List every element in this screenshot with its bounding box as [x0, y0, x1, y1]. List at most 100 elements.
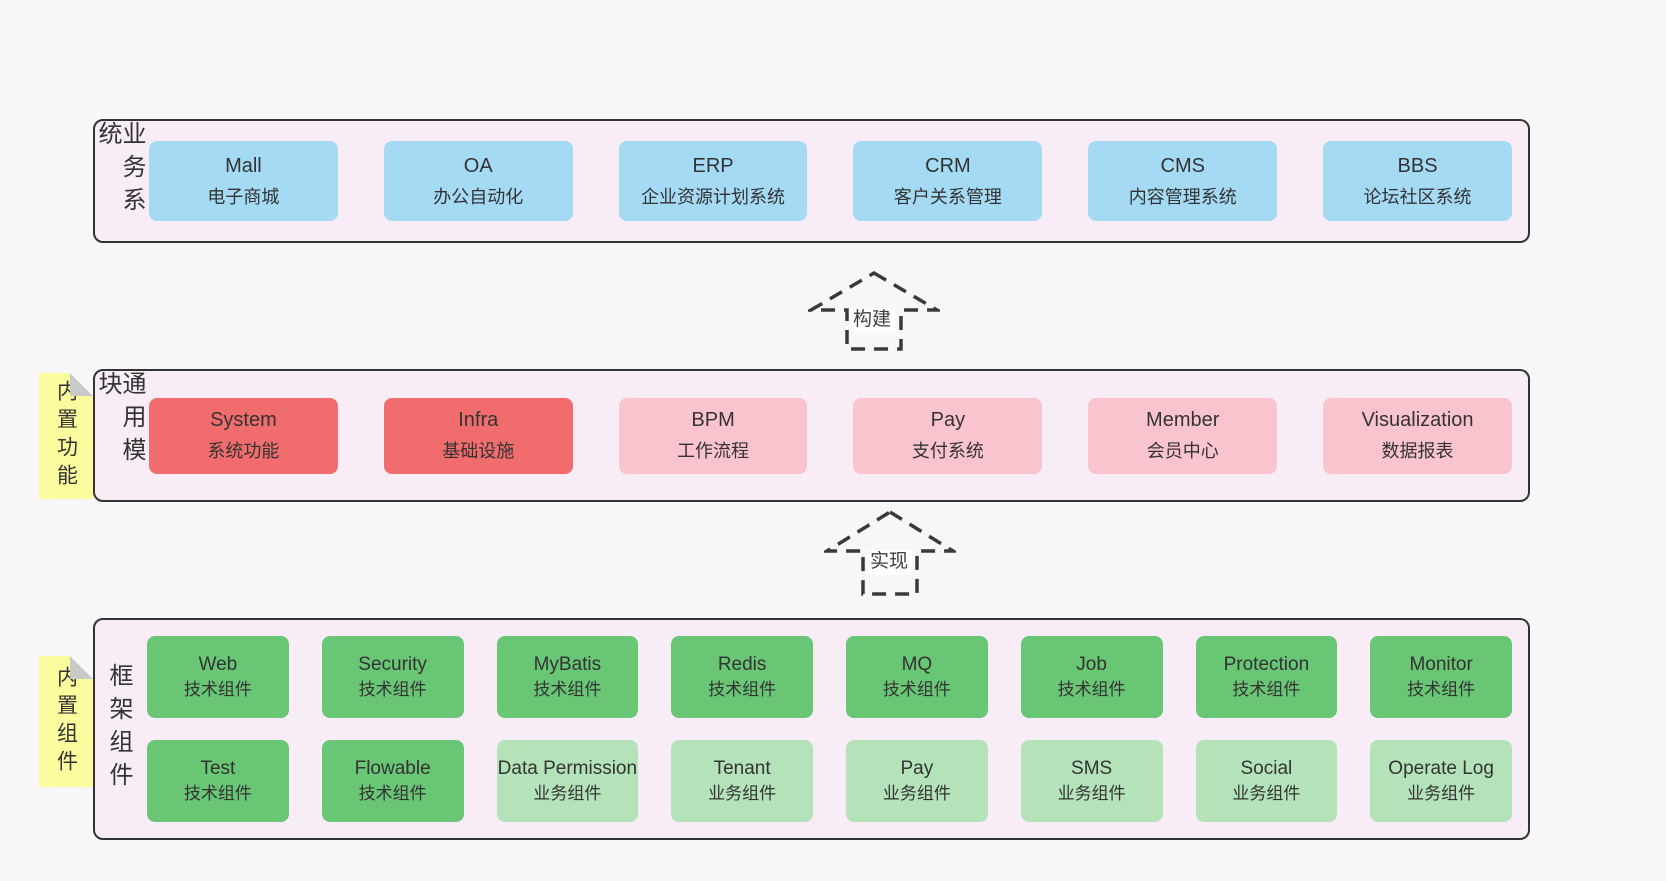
box-title: System — [210, 409, 277, 432]
box-title: Protection — [1223, 653, 1310, 675]
component-box-redis: Redis 技术组件 — [671, 636, 813, 718]
folded-corner-icon — [70, 373, 93, 396]
box-title: Flowable — [354, 757, 431, 779]
common-modules-band: 通用模块 System 系统功能 Infra 基础设施 BPM 工作流程 Pay… — [93, 369, 1530, 502]
box-subtitle: 技术组件 — [358, 784, 427, 804]
box-title: Infra — [458, 409, 499, 432]
business-box-crm: CRM 客户关系管理 — [853, 141, 1043, 221]
common-modules-band-label: 通用模块 — [94, 371, 145, 470]
implement-arrow-icon — [824, 509, 956, 597]
box-subtitle: 客户关系管理 — [893, 186, 1002, 207]
box-title: Data Permission — [497, 757, 638, 779]
box-subtitle: 技术组件 — [183, 680, 252, 700]
component-box-test: Test 技术组件 — [147, 740, 289, 822]
box-title: MQ — [901, 653, 933, 675]
box-subtitle: 业务组件 — [533, 784, 602, 804]
component-box-flowable: Flowable 技术组件 — [321, 740, 464, 822]
box-subtitle: 技术组件 — [183, 784, 252, 804]
box-title: Test — [200, 757, 236, 779]
box-subtitle: 技术组件 — [1407, 680, 1476, 700]
module-box-member: Member 会员中心 — [1088, 397, 1278, 474]
component-box-data-permission: Data Permission 业务组件 — [496, 740, 639, 822]
module-box-system: System 系统功能 — [149, 397, 338, 474]
box-title: BPM — [691, 409, 735, 432]
box-title: Operate Log — [1388, 757, 1494, 779]
module-box-bpm: BPM 工作流程 — [618, 397, 808, 474]
box-title: CRM — [925, 154, 971, 177]
box-subtitle: 数据报表 — [1381, 441, 1454, 462]
folded-corner-icon — [70, 656, 93, 679]
box-title: MyBatis — [533, 653, 602, 675]
box-title: Job — [1076, 653, 1107, 675]
components-row-2: Test 技术组件 Flowable 技术组件 Data Permission … — [147, 740, 1512, 822]
component-box-mybatis: MyBatis 技术组件 — [496, 636, 639, 718]
box-title: Web — [198, 653, 238, 675]
box-title: SMS — [1071, 757, 1113, 779]
box-title: BBS — [1397, 154, 1438, 177]
common-modules-boxes: System 系统功能 Infra 基础设施 BPM 工作流程 Pay 支付系统… — [143, 371, 1528, 500]
implement-arrow-label: 实现 — [866, 550, 913, 575]
box-title: ERP — [692, 154, 734, 177]
box-title: Redis — [717, 653, 767, 675]
components-row-1: Web 技术组件 Security 技术组件 MyBatis 技术组件 Redi… — [147, 636, 1512, 718]
business-box-bbs: BBS 论坛社区系统 — [1323, 141, 1512, 221]
box-subtitle: 工作流程 — [677, 441, 750, 462]
module-box-infra: Infra 基础设施 — [383, 397, 573, 474]
box-subtitle: 业务组件 — [708, 784, 777, 804]
component-box-sms: SMS 业务组件 — [1020, 740, 1163, 822]
builtin-components-tab: 内置组件 — [39, 656, 93, 787]
component-box-pay: Pay 业务组件 — [846, 740, 988, 822]
box-title: Monitor — [1409, 653, 1473, 675]
box-subtitle: 业务组件 — [1057, 784, 1126, 804]
box-subtitle: 企业资源计划系统 — [641, 186, 786, 207]
box-subtitle: 技术组件 — [533, 680, 602, 700]
component-box-operate-log: Operate Log 业务组件 — [1370, 740, 1512, 822]
framework-components-boxes: Web 技术组件 Security 技术组件 MyBatis 技术组件 Redi… — [141, 620, 1528, 838]
box-subtitle: 论坛社区系统 — [1363, 186, 1472, 207]
builtin-features-tab: 内置功能 — [39, 373, 93, 499]
box-subtitle: 技术组件 — [882, 680, 951, 700]
box-subtitle: 电子商城 — [207, 186, 280, 207]
box-subtitle: 内容管理系统 — [1128, 186, 1237, 207]
box-subtitle: 业务组件 — [1407, 784, 1476, 804]
component-box-mq: MQ 技术组件 — [846, 636, 988, 718]
business-box-erp: ERP 企业资源计划系统 — [618, 141, 808, 221]
box-subtitle: 支付系统 — [911, 441, 984, 462]
build-arrow-icon — [808, 270, 940, 352]
component-box-tenant: Tenant 业务组件 — [671, 740, 813, 822]
box-title: Pay — [900, 757, 934, 779]
box-title: Security — [358, 653, 427, 675]
box-title: Pay — [930, 409, 966, 432]
component-box-monitor: Monitor 技术组件 — [1370, 636, 1512, 718]
box-subtitle: 基础设施 — [442, 441, 515, 462]
business-box-oa: OA 办公自动化 — [383, 141, 573, 221]
business-systems-band: 业务系统 Mall 电子商城 OA 办公自动化 ERP 企业资源计划系统 CRM… — [93, 119, 1530, 243]
box-title: Mall — [225, 154, 262, 177]
box-subtitle: 会员中心 — [1146, 441, 1219, 462]
component-box-web: Web 技术组件 — [147, 636, 289, 718]
framework-components-band: 框架组件 Web 技术组件 Security 技术组件 MyBatis 技术组件… — [93, 618, 1530, 840]
business-box-cms: CMS 内容管理系统 — [1088, 141, 1278, 221]
box-subtitle: 技术组件 — [358, 680, 427, 700]
builtin-components-tab-label: 内置组件 — [54, 665, 78, 778]
module-box-visualization: Visualization 数据报表 — [1323, 397, 1512, 474]
box-title: Member — [1146, 409, 1220, 432]
box-title: CMS — [1160, 154, 1205, 177]
component-box-social: Social 业务组件 — [1195, 740, 1338, 822]
box-subtitle: 技术组件 — [708, 680, 777, 700]
box-title: Social — [1240, 757, 1293, 779]
framework-components-band-label: 框架组件 — [105, 663, 132, 795]
business-systems-band-label: 业务系统 — [94, 121, 145, 220]
business-systems-boxes: Mall 电子商城 OA 办公自动化 ERP 企业资源计划系统 CRM 客户关系… — [143, 121, 1528, 241]
business-box-mall: Mall 电子商城 — [149, 141, 338, 221]
box-subtitle: 业务组件 — [882, 784, 951, 804]
box-subtitle: 技术组件 — [1057, 680, 1126, 700]
module-box-pay: Pay 支付系统 — [853, 397, 1043, 474]
box-subtitle: 系统功能 — [207, 441, 280, 462]
box-title: OA — [463, 154, 493, 177]
component-box-job: Job 技术组件 — [1020, 636, 1163, 718]
box-subtitle: 技术组件 — [1232, 680, 1301, 700]
box-title: Visualization — [1361, 409, 1474, 432]
build-arrow-label: 构建 — [849, 308, 896, 333]
component-box-protection: Protection 技术组件 — [1195, 636, 1338, 718]
